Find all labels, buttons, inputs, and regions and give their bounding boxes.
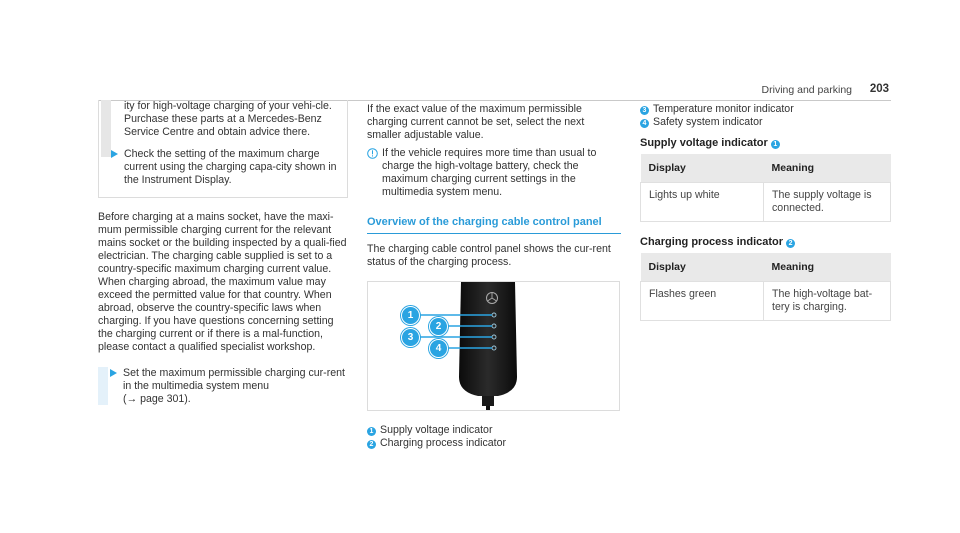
figure-label-4: 4 [429,339,448,358]
table-cell: The supply voltage is connected. [763,182,891,222]
table-cell: Lights up white [640,182,764,222]
table-header-meaning: Meaning [763,253,891,282]
table-row: Lights up white The supply voltage is co… [640,182,891,222]
left-column: ity for high-voltage charging of your ve… [98,100,348,406]
legend-item-2: 2 Charging process indicator [367,437,621,450]
section-text: The charging cable control panel shows t… [367,243,611,268]
step-text: Set the maximum permissible charging cur… [123,367,345,392]
table1-title: Supply voltage indicator 1 [640,137,892,150]
legend-text: Charging process indicator [380,437,507,449]
figure-label-2: 2 [429,317,448,336]
legend-number: 1 [367,427,376,436]
step-arrow-icon [110,369,117,377]
legend-number: 3 [640,106,649,115]
legend-number: 2 [367,440,376,449]
table1-number: 1 [770,140,780,149]
section-label: Driving and parking [761,84,852,96]
figure-label-3: 3 [401,328,420,347]
note: If the vehicle requires more time than u… [367,147,621,199]
table2-title-text: Charging process indicator [640,236,784,248]
page-link[interactable]: (→ page 301). [123,393,191,405]
table-header-row: Display Meaning [640,253,891,282]
legend-item-1: 1 Supply voltage indicator [367,424,621,437]
table-header-display: Display [640,154,764,183]
mains-paragraph: Before charging at a mains socket, have … [98,211,347,353]
info-icon [367,148,378,159]
legend-number: 4 [640,119,649,128]
table-header-display: Display [640,253,764,282]
control-panel-figure: 1 2 3 4 [367,281,620,411]
figure-label-1: 1 [401,306,420,325]
supply-voltage-table: Display Meaning Lights up white The supp… [640,154,891,222]
legend-text: Safety system indicator [653,116,763,128]
instruction-step: Set the maximum permissible charging cur… [98,367,348,406]
table1-title-text: Supply voltage indicator [640,137,768,149]
legend-item-4: 4 Safety system indicator [640,116,892,129]
table-header-row: Display Meaning [640,154,891,183]
table-header-meaning: Meaning [763,154,891,183]
page-number: 203 [869,83,889,95]
step-bar [98,367,108,405]
box-text: ity for high-voltage charging of your ve… [124,100,332,138]
continued-box: ity for high-voltage charging of your ve… [98,100,348,198]
charging-process-table: Display Meaning Flashes green The high-v… [640,253,891,321]
legend-text: Temperature monitor indicator [653,103,794,115]
intro-text: If the exact value of the maximum permis… [367,103,585,141]
legend-item-3: 3 Temperature monitor indicator [640,103,892,116]
table2-title: Charging process indicator 2 [640,236,892,249]
control-panel-illustration [418,282,517,410]
box-bar [101,100,111,157]
step-arrow-icon [111,150,118,158]
box-step-text: Check the setting of the maximum charge … [124,148,337,186]
right-column: 3 Temperature monitor indicator 4 Safety s… [640,103,892,321]
middle-column: If the exact value of the maximum permis… [367,103,621,450]
table-cell: The high-voltage bat-tery is charging. [763,281,891,321]
header-rule [98,100,891,101]
table-cell: Flashes green [640,281,764,321]
note-text: If the vehicle requires more time than u… [382,147,597,198]
legend-text: Supply voltage indicator [380,424,493,436]
box-step: Check the setting of the maximum charge … [99,148,341,187]
table-row: Flashes green The high-voltage bat-tery … [640,281,891,321]
section-title: Overview of the charging cable control p… [367,216,621,234]
table2-number: 2 [786,239,796,248]
